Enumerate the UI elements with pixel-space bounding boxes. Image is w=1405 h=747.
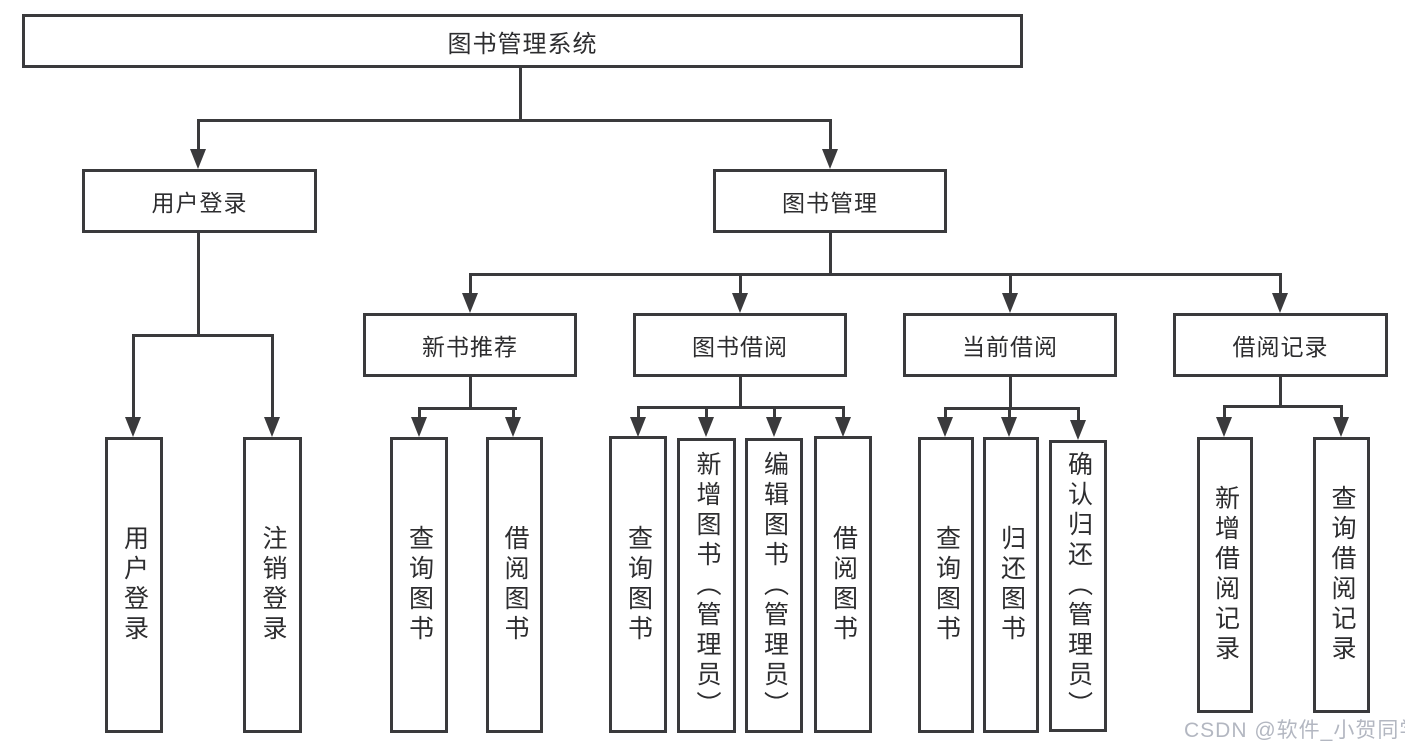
arrow-down-icon bbox=[698, 417, 714, 437]
connector-line bbox=[739, 377, 742, 409]
node-label: 图书管理 bbox=[782, 190, 878, 216]
node-current-borrowing: 当前借阅 bbox=[903, 313, 1117, 377]
leaf-add-borrow-record: 新增借阅记录 bbox=[1197, 437, 1253, 713]
connector-line bbox=[1223, 405, 1226, 419]
leaf-edit-books-admin: 编辑图书（管理员） bbox=[745, 438, 803, 733]
node-label: 新书推荐 bbox=[422, 334, 518, 360]
node-label: 查询借阅记录 bbox=[1328, 485, 1356, 665]
connector-line bbox=[829, 119, 832, 152]
node-label: 归还图书 bbox=[997, 525, 1026, 645]
node-label: 确认归还（管理员） bbox=[1064, 451, 1093, 721]
node-user-login: 用户登录 bbox=[82, 169, 317, 233]
arrow-down-icon bbox=[264, 417, 280, 437]
arrow-down-icon bbox=[630, 417, 646, 437]
node-library-management-system: 图书管理系统 bbox=[22, 14, 1023, 68]
connector-line bbox=[1009, 377, 1012, 410]
node-label: 查询图书 bbox=[932, 525, 961, 645]
connector-line bbox=[519, 68, 522, 122]
connector-line bbox=[1077, 407, 1080, 421]
leaf-borrow-books-borrowing: 借阅图书 bbox=[814, 436, 872, 733]
node-label: 编辑图书（管理员） bbox=[760, 450, 789, 721]
arrow-down-icon bbox=[766, 417, 782, 437]
arrow-down-icon bbox=[937, 417, 953, 437]
connector-line bbox=[418, 407, 517, 410]
node-label: 借阅记录 bbox=[1232, 334, 1329, 360]
node-label: 用户登录 bbox=[120, 525, 149, 645]
connector-line bbox=[944, 407, 947, 419]
arrow-down-icon bbox=[732, 293, 748, 313]
connector-line bbox=[705, 406, 708, 419]
arrow-down-icon bbox=[1272, 293, 1288, 313]
connector-line bbox=[197, 119, 832, 122]
arrow-down-icon bbox=[411, 417, 427, 437]
arrow-down-icon bbox=[505, 417, 521, 437]
connector-line bbox=[637, 406, 845, 409]
arrow-down-icon bbox=[1333, 417, 1349, 437]
arrow-down-icon bbox=[822, 149, 838, 169]
node-book-management: 图书管理 bbox=[713, 169, 947, 233]
connector-line bbox=[197, 233, 200, 337]
node-label: 图书借阅 bbox=[692, 334, 788, 360]
leaf-confirm-return-admin: 确认归还（管理员） bbox=[1049, 440, 1107, 732]
arrow-down-icon bbox=[1216, 417, 1232, 437]
arrow-down-icon bbox=[835, 417, 851, 437]
connector-line bbox=[1223, 405, 1343, 408]
leaf-borrow-books-recommend: 借阅图书 bbox=[486, 437, 543, 733]
node-label: 查询图书 bbox=[624, 524, 653, 645]
connector-line bbox=[469, 273, 472, 295]
connector-line bbox=[842, 406, 845, 419]
leaf-logout: 注销登录 bbox=[243, 437, 302, 733]
leaf-user-login: 用户登录 bbox=[105, 437, 163, 733]
node-label: 新增图书（管理员） bbox=[693, 450, 721, 721]
connector-line bbox=[132, 334, 135, 419]
leaf-query-borrow-record: 查询借阅记录 bbox=[1313, 437, 1370, 713]
arrow-down-icon bbox=[1070, 420, 1086, 440]
arrow-down-icon bbox=[1002, 293, 1018, 313]
connector-line bbox=[1279, 377, 1282, 408]
node-label: 借阅图书 bbox=[829, 524, 858, 645]
node-label: 借阅图书 bbox=[501, 525, 529, 645]
arrow-down-icon bbox=[1001, 417, 1017, 437]
connector-line bbox=[469, 273, 1282, 276]
connector-line bbox=[1009, 273, 1012, 295]
connector-line bbox=[829, 233, 832, 276]
connector-line bbox=[1340, 405, 1343, 419]
connector-line bbox=[1279, 273, 1282, 295]
leaf-return-books: 归还图书 bbox=[983, 437, 1039, 733]
connector-line bbox=[271, 334, 274, 419]
connector-line bbox=[1008, 407, 1011, 419]
node-new-book-recommend: 新书推荐 bbox=[363, 313, 577, 377]
connector-line bbox=[944, 407, 1080, 410]
node-borrowing-records: 借阅记录 bbox=[1173, 313, 1388, 377]
arrow-down-icon bbox=[125, 417, 141, 437]
node-label: 用户登录 bbox=[151, 190, 248, 216]
node-label: 查询图书 bbox=[405, 525, 434, 645]
node-label: 新增借阅记录 bbox=[1211, 485, 1240, 665]
node-label: 注销登录 bbox=[259, 525, 287, 645]
watermark: CSDN @软件_小贺同学 bbox=[1184, 719, 1405, 742]
connector-line bbox=[773, 406, 776, 419]
connector-line bbox=[637, 406, 640, 419]
arrow-down-icon bbox=[190, 149, 206, 169]
connector-line bbox=[418, 407, 421, 419]
node-label: 图书管理系统 bbox=[447, 30, 598, 58]
leaf-query-books-current: 查询图书 bbox=[918, 437, 974, 733]
leaf-add-books-admin: 新增图书（管理员） bbox=[677, 438, 736, 733]
connector-line bbox=[197, 119, 200, 152]
leaf-query-books-recommend: 查询图书 bbox=[390, 437, 448, 733]
connector-line bbox=[469, 377, 472, 410]
connector-line bbox=[739, 273, 742, 295]
node-book-borrowing: 图书借阅 bbox=[633, 313, 847, 377]
connector-line bbox=[512, 407, 515, 419]
arrow-down-icon bbox=[462, 293, 478, 313]
node-label: 当前借阅 bbox=[962, 334, 1058, 360]
leaf-query-books-borrowing: 查询图书 bbox=[609, 436, 667, 733]
connector-line bbox=[132, 334, 274, 337]
